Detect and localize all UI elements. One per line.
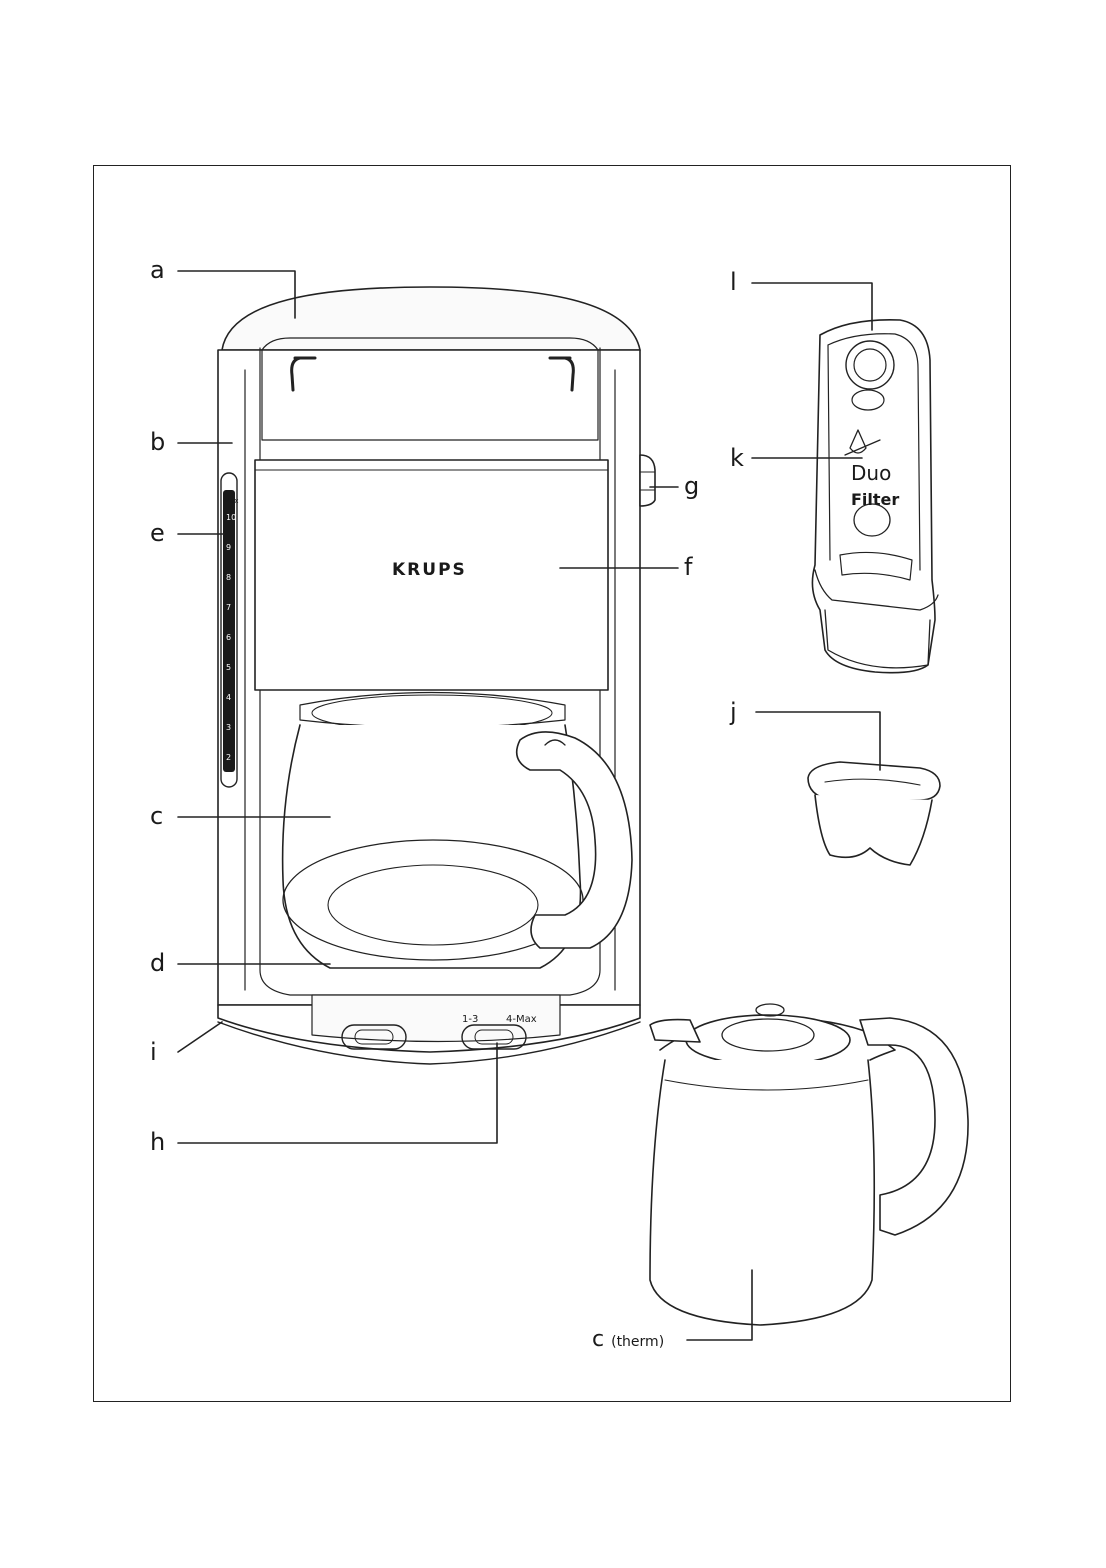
label-c-therm: c (therm) bbox=[592, 1328, 664, 1354]
gauge-tick: 2 bbox=[226, 753, 231, 762]
gauge-tick: 3 bbox=[226, 723, 231, 732]
gauge-max-label: Max bbox=[224, 497, 238, 505]
label-a: a bbox=[150, 258, 165, 282]
label-f: f bbox=[684, 555, 692, 579]
gauge-tick: 6 bbox=[226, 633, 231, 642]
label-b: b bbox=[150, 430, 165, 454]
label-k: k bbox=[730, 446, 744, 470]
label-c-therm-letter: c bbox=[592, 1327, 604, 1352]
label-i: i bbox=[150, 1040, 157, 1064]
gauge-tick: 4 bbox=[226, 693, 231, 702]
label-c: c bbox=[150, 804, 163, 828]
gauge-tick: 10 bbox=[226, 513, 236, 522]
label-l: l bbox=[730, 270, 737, 294]
label-g: g bbox=[684, 474, 699, 498]
gauge-tick: 7 bbox=[226, 603, 231, 612]
label-j: j bbox=[730, 700, 737, 724]
gauge-tick: 5 bbox=[226, 663, 231, 672]
filter-text-line2: Filter bbox=[851, 490, 899, 509]
button-max-label: 4-Max bbox=[506, 1014, 537, 1025]
coffee-machine bbox=[218, 287, 655, 1064]
label-e: e bbox=[150, 521, 165, 545]
filter-text-line1: Duo bbox=[851, 461, 891, 485]
button-small-label: 1-3 bbox=[462, 1014, 478, 1025]
label-c-therm-suffix: (therm) bbox=[611, 1334, 664, 1350]
on-off-switch bbox=[640, 455, 655, 506]
machine-lid bbox=[222, 287, 640, 350]
gauge-tick: 8 bbox=[226, 573, 231, 582]
thermal-carafe bbox=[650, 1004, 968, 1325]
label-d: d bbox=[150, 951, 165, 975]
measuring-spoon bbox=[808, 762, 940, 865]
brand-logo: KRUPS bbox=[392, 560, 467, 580]
label-h: h bbox=[150, 1130, 165, 1154]
gauge-tick: 9 bbox=[226, 543, 231, 552]
